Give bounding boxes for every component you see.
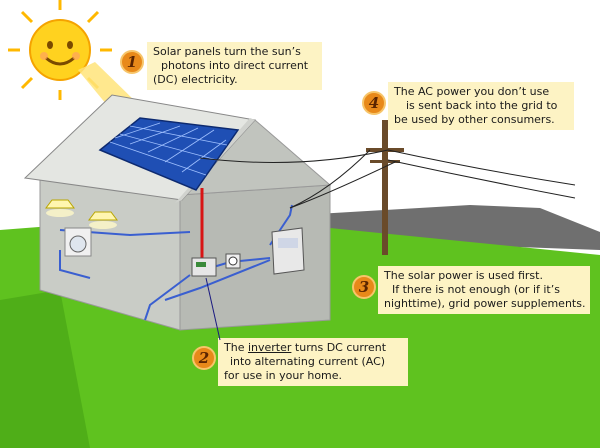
step-2-badge: 2 xyxy=(192,346,216,370)
step-1-line-2: photons into direct current xyxy=(161,59,309,72)
step-2-line-2: into alternating current (AC) xyxy=(230,355,386,368)
step-3-callout: The solar power is used first. If there … xyxy=(378,266,590,314)
step-1-number: 1 xyxy=(126,53,138,71)
step-2-callout: The inverter turns DC current into alter… xyxy=(218,338,408,386)
step-3-line-1: The solar power is used first. xyxy=(384,269,543,282)
step-4-number: 4 xyxy=(368,94,380,112)
washer-icon xyxy=(64,227,92,257)
step-4-badge: 4 xyxy=(362,91,386,115)
solar-panel-icon xyxy=(98,117,240,191)
step-2-line-1-pre: The xyxy=(224,341,248,354)
ceiling-lamp-icon xyxy=(45,199,118,229)
utility-pole-icon xyxy=(199,120,576,255)
step-4-line-3: be used by other consumers. xyxy=(394,113,555,126)
step-2-line-1: The inverter turns DC current xyxy=(224,341,402,355)
step-3-badge: 3 xyxy=(352,275,376,299)
step-4-line-1: The AC power you don’t use xyxy=(394,85,550,98)
house xyxy=(23,94,332,331)
step-4-line-2: is sent back into the grid to xyxy=(406,99,558,112)
inverter-term: inverter xyxy=(247,341,292,354)
step-1-line-3: (DC) electricity. xyxy=(153,73,238,86)
meter-icon xyxy=(225,253,241,269)
step-2-line-1-post: turns DC current xyxy=(291,341,387,354)
step-3-number: 3 xyxy=(358,278,370,296)
grass-shade xyxy=(0,290,90,448)
step-1-callout: Solar panels turn the sun’s photons into… xyxy=(147,42,322,90)
step-2-number: 2 xyxy=(198,349,210,367)
step-1-badge: 1 xyxy=(120,50,144,74)
step-1-line-1: Solar panels turn the sun’s xyxy=(153,45,301,58)
step-4-callout: The AC power you don’t use is sent back … xyxy=(388,82,574,130)
step-3-line-2: If there is not enough (or if it’s xyxy=(392,283,560,296)
inverter-icon xyxy=(191,257,217,277)
step-2-line-3: for use in your home. xyxy=(224,369,343,382)
panel-box-icon xyxy=(271,227,305,275)
step-3-line-3: nighttime), grid power supplements. xyxy=(384,297,586,310)
